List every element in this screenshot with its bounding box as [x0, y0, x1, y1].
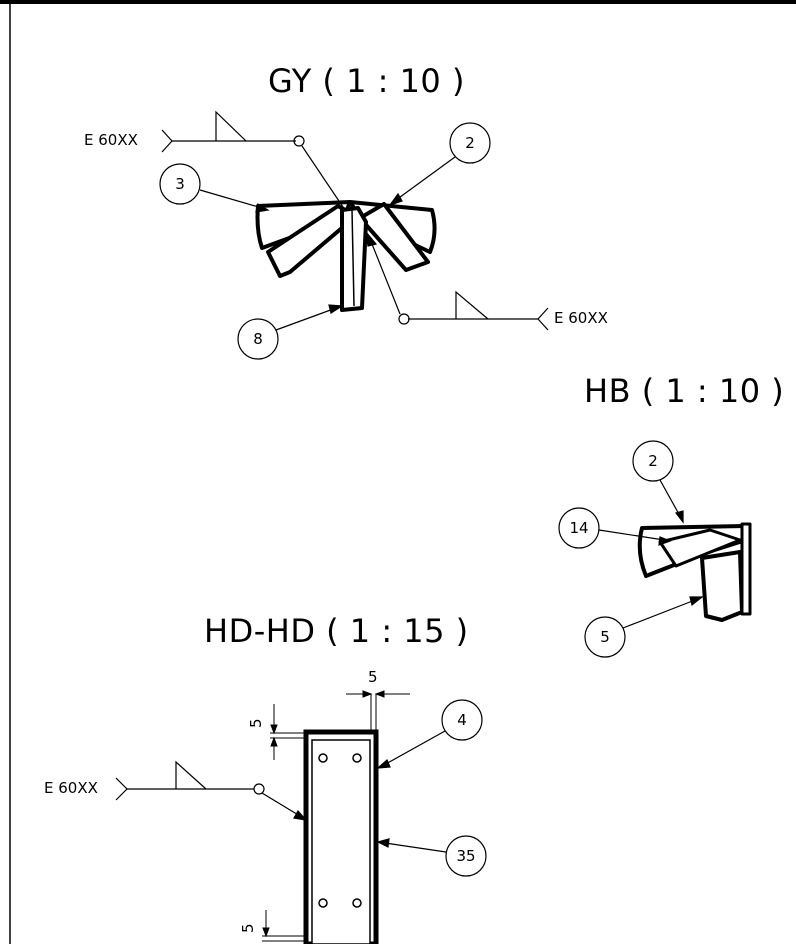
hb-brace: [658, 528, 742, 568]
hb-balloon-2: [632, 440, 674, 482]
hb-end-plate: [740, 522, 752, 616]
hb-view-geometry: [637, 522, 752, 622]
gy-weld-label-right: E 60XX: [554, 309, 608, 327]
hb-vertical-post: [700, 550, 744, 622]
gy-balloon-8-label: 8: [253, 330, 263, 348]
hb-balloon-2-label: 2: [648, 452, 658, 470]
hd-view-title: HD-HD ( 1 : 15 ): [204, 612, 469, 650]
gy-balloon-2-label: 2: [465, 134, 475, 152]
gy-balloon-8: [237, 318, 279, 360]
hd-balloon-4: [441, 699, 483, 741]
hb-balloon-5-label: 5: [600, 628, 610, 646]
gy-balloon-3: [159, 163, 201, 205]
hd-weld-symbol: [115, 760, 308, 821]
hd-balloon-35: [445, 835, 487, 877]
hd-dim-left-top: [270, 704, 304, 760]
gy-balloon-2: [449, 122, 491, 164]
gy-weld-label-left: E 60XX: [84, 131, 138, 149]
gy-balloon-3-label: 3: [175, 175, 185, 193]
hd-bolt-hole-tl: [318, 753, 328, 763]
gy-view-title: GY ( 1 : 10 ): [268, 62, 465, 100]
hd-inner-rect: [311, 739, 371, 944]
hd-bolt-hole-tr: [352, 753, 362, 763]
hb-balloon-5: [584, 616, 626, 658]
hd-dim-left-top-value: 5: [247, 718, 265, 728]
hd-balloon-35-label: 35: [456, 847, 476, 865]
hb-balloons: [558, 440, 704, 658]
hb-view-title: HB ( 1 : 10 ): [584, 372, 785, 410]
gy-view-geometry: [255, 200, 437, 312]
gy-right-brace: [358, 202, 430, 272]
hd-bolt-hole-bl: [318, 898, 328, 908]
hd-dim-top: [346, 690, 410, 730]
hd-bolt-hole-br: [352, 898, 362, 908]
hd-dim-top-value: 5: [368, 668, 378, 686]
hd-dim-left-bottom: [262, 910, 304, 942]
hd-balloon-4-label: 4: [457, 711, 467, 729]
hd-section-geometry: [303, 729, 379, 944]
gy-balloons: [159, 122, 491, 360]
hd-weld-label-left: E 60XX: [44, 779, 98, 797]
gy-left-brace: [266, 204, 358, 278]
gy-vertical-post: [340, 206, 368, 312]
hd-balloons: [376, 699, 487, 877]
hb-balloon-14: [558, 507, 600, 549]
gy-weld-symbol-right: [365, 229, 549, 331]
hb-balloon-14-label: 14: [569, 519, 589, 537]
gy-weld-symbol-left: [161, 110, 346, 211]
hd-dim-left-bottom-value: 5: [239, 923, 257, 933]
